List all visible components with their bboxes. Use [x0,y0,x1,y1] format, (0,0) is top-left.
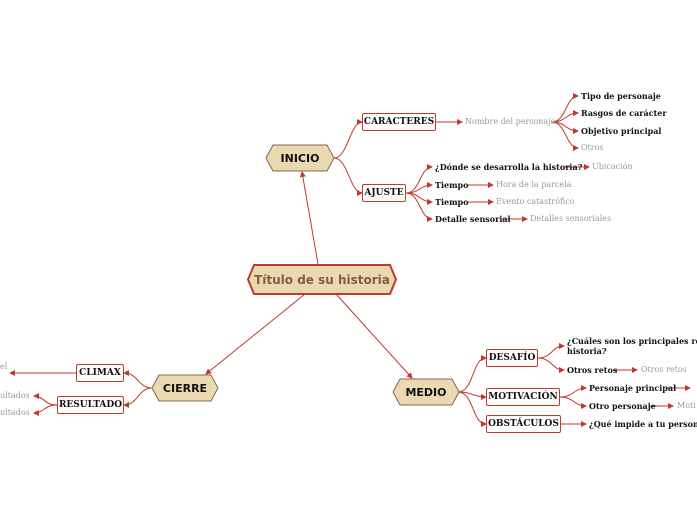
ajuste-row-3-answer[interactable]: Evento catastrófico [496,197,575,206]
subtopic-ajuste[interactable]: AJUSTE [362,184,406,202]
link-ajuste-row3 [405,192,433,205]
link-nombre-item3 [551,121,579,134]
obstaculos-question[interactable]: ¿Qué impide a tu personaje [589,419,697,429]
link-center-inicio [299,171,319,265]
desafio-question-line-1: ¿Cuáles son los principales retos d [567,336,697,346]
subtopic-obstaculos[interactable]: OBSTÁCULOS [486,415,561,433]
motivacion-principal[interactable]: Personaje principal [589,383,677,393]
caracteres-item-1[interactable]: Tipo de personaje [581,91,661,101]
link-cierre-resultado [123,387,153,408]
link-inicio-caracteres [333,119,363,159]
topic-cierre[interactable]: CIERRE [151,374,219,402]
subtopic-desafio[interactable]: DESAFÍO [486,349,538,367]
link-nombre-item2 [551,110,579,123]
topic-medio[interactable]: MEDIO [392,378,460,406]
subtopic-caracteres[interactable]: CARACTERES [362,113,436,131]
caracteres-item-4[interactable]: Otros [581,143,604,152]
nombre-personaje-label[interactable]: Nombre del personaje [465,117,556,126]
ajuste-row-3-question[interactable]: Tiempo [435,197,469,207]
climax-text[interactable]: el [0,362,8,371]
link-ajuste-row1 [405,164,433,194]
topic-cierre-shape [151,374,219,402]
link-cierre-climax [123,370,153,389]
link-desafio-question [537,343,565,359]
ajuste-row-4-answer[interactable]: Detalles sensoriales [530,214,612,223]
subtopic-climax[interactable]: CLIMAX [76,364,124,382]
topic-inicio-shape [265,144,335,172]
link-motivacion-principal [559,385,587,398]
link-nombre-item4 [551,121,579,151]
desafio-otros-retos[interactable]: Otros retos [567,365,618,375]
link-desafio-otros [537,357,565,373]
topic-medio-label: MEDIO [405,385,447,399]
desafio-question-line-2: historia? [567,346,607,356]
link-inicio-ajuste [333,157,363,196]
link-ajuste-row4 [405,192,433,222]
ajuste-row-2-question[interactable]: Tiempo [435,180,469,190]
resultado-item-2[interactable]: ultados [0,408,30,417]
central-topic-shape [246,264,398,295]
topic-inicio-label: INICIO [280,151,320,165]
subtopic-resultado[interactable]: RESULTADO [57,396,124,414]
ajuste-row-1-question[interactable]: ¿Dónde se desarrolla la historia? [435,162,583,172]
link-medio-obstaculos [457,391,487,427]
desafio-otros-retos-value[interactable]: Otros retos [641,365,687,374]
ajuste-row-4-question[interactable]: Detalle sensorial [435,214,511,224]
topic-medio-shape [392,378,460,406]
topic-inicio[interactable]: INICIO [265,144,335,172]
central-topic-label: Título de su historia [254,272,390,287]
link-center-medio [335,293,413,379]
ajuste-row-2-answer[interactable]: Hora de la parcela [496,180,572,189]
link-nombre-item1 [551,93,579,123]
topic-cierre-label: CIERRE [162,381,208,395]
central-topic[interactable]: Título de su historia [242,264,402,295]
ajuste-row-1-answer[interactable]: Ubicación [592,162,633,171]
caracteres-item-3[interactable]: Objetivo principal [581,126,662,136]
motivacion-otro-value[interactable]: Moti [677,401,696,410]
link-resultado-item2 [33,404,58,416]
link-medio-desafio [457,355,487,393]
link-center-cierre [205,293,306,375]
desafio-question[interactable]: ¿Cuáles son los principales retos d hist… [567,336,697,356]
subtopic-motivacion[interactable]: MOTIVACIÓN [486,388,560,406]
link-resultado-item1 [33,393,58,406]
resultado-item-1[interactable]: ultados [0,391,30,400]
motivacion-otro[interactable]: Otro personaje [589,401,656,411]
caracteres-item-2[interactable]: Rasgos de carácter [581,108,667,118]
link-motivacion-otro [559,396,587,409]
